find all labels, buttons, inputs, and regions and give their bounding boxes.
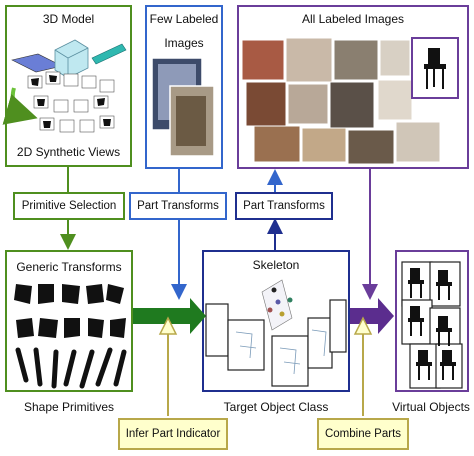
big-flow-arrows xyxy=(133,298,394,335)
3d-model-illustration xyxy=(2,39,127,125)
skeleton-title: Skeleton xyxy=(252,258,300,272)
synthetic-view-shapes xyxy=(31,75,111,128)
generic-transforms-title: Generic Transforms xyxy=(16,260,122,274)
primitive-selection-label: Primitive Selection xyxy=(13,192,125,220)
chair-silhouette-highlight xyxy=(424,48,446,89)
target-class-sketches xyxy=(235,329,327,375)
few-labeled-title-line2: Images xyxy=(164,36,204,50)
target-class-frames xyxy=(205,299,347,387)
infer-part-indicator-label: Infer Part Indicator xyxy=(118,418,228,450)
shape-primitives-quads xyxy=(14,284,126,338)
few-labeled-title-line1: Few Labeled xyxy=(149,12,219,26)
connector-lines xyxy=(60,167,378,416)
few-labeled-photos xyxy=(151,57,215,157)
part-transforms-label-2: Part Transforms xyxy=(235,192,333,220)
target-object-class-caption: Target Object Class xyxy=(223,400,329,414)
all-labeled-title: All Labeled Images xyxy=(301,12,405,26)
combine-parts-label: Combine Parts xyxy=(317,418,409,450)
part-transforms-label-1: Part Transforms xyxy=(129,192,227,220)
model-title: 3D Model xyxy=(42,12,95,26)
virtual-objects-caption: Virtual Objects xyxy=(392,400,470,414)
model-subtitle: 2D Synthetic Views xyxy=(16,145,121,159)
virtual-chair-silhouettes xyxy=(408,268,456,380)
shape-primitives-caption: Shape Primitives xyxy=(23,400,115,414)
shape-primitives-sticks xyxy=(15,347,127,389)
all-labeled-photo-collage xyxy=(241,37,459,165)
skeleton-illustration xyxy=(261,279,293,331)
